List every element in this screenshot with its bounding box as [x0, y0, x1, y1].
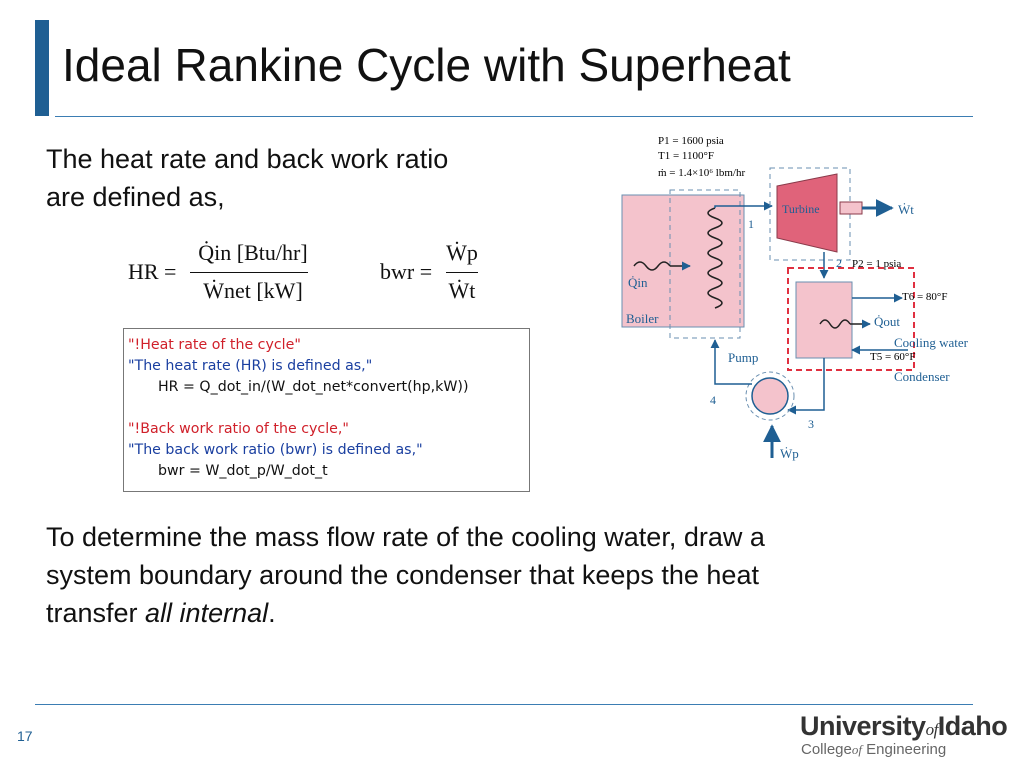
qout-label: Q̇out — [874, 314, 900, 329]
rankine-cycle-diagram: P1 = 1600 psia T1 = 1100°F ṁ = 1.4×10⁶ l… — [621, 135, 969, 461]
logo-idaho: Idaho — [937, 711, 1008, 741]
hr-numerator: Q̇in [Btu/hr] — [198, 240, 308, 265]
wt-label: Ẇt — [898, 202, 914, 217]
pump-label: Pump — [728, 350, 758, 365]
para2-line-1: To determine the mass flow rate of the c… — [46, 522, 765, 552]
para2-line-3-pre: transfer — [46, 598, 146, 628]
t1-label: T1 = 1100°F — [658, 150, 714, 162]
bwr-denominator: Ẇt — [448, 278, 476, 303]
code-line — [124, 398, 529, 419]
para2-emphasis: all internal — [145, 598, 269, 628]
logo-engineering: Engineering — [862, 741, 947, 758]
intro-line-1: The heat rate and back work ratio — [46, 144, 449, 174]
t5-label: T5 = 60°F — [870, 351, 915, 363]
code-line: "!Heat rate of the cycle" — [128, 337, 301, 353]
p1-label: P1 = 1600 psia — [658, 135, 724, 147]
state-3-label: 3 — [808, 417, 814, 431]
logo-of: of — [925, 720, 939, 739]
pipe-4 — [710, 339, 752, 385]
boiler-body — [621, 194, 745, 328]
condenser-paragraph: To determine the mass flow rate of the c… — [46, 518, 976, 632]
code-line: "!Back work ratio of the cycle," — [128, 421, 349, 437]
cooling-water-label: Cooling water — [894, 335, 969, 350]
bwr-numerator: Ẇp — [446, 240, 478, 265]
heat-rate-equation: HR = Q̇in [Btu/hr] Ẇnet [kW] — [128, 240, 328, 310]
intro-paragraph: The heat rate and back work ratio are de… — [46, 140, 586, 216]
bwr-fraction-bar — [446, 272, 478, 273]
turbine-label: Turbine — [782, 202, 820, 216]
pipe-1 — [714, 201, 773, 211]
logo-university: University — [800, 711, 926, 741]
turbine-shaft — [839, 201, 863, 215]
state-2-label: 2 — [836, 256, 842, 270]
slide-title: Ideal Rankine Cycle with Superheat — [62, 39, 791, 91]
wp-label: Ẇp — [780, 446, 799, 461]
page-number: 17 — [17, 728, 33, 744]
boiler-coil — [707, 207, 723, 309]
code-line: bwr = W_dot_p/W_dot_t — [158, 463, 328, 479]
para2-line-3-post: . — [268, 598, 276, 628]
pump-body — [751, 377, 789, 415]
code-line: "The back work ratio (bwr) is defined as… — [128, 442, 423, 458]
boiler-label: Boiler — [626, 311, 659, 326]
pipe-3 — [787, 358, 825, 415]
title-divider — [55, 116, 973, 117]
hr-fraction-bar — [190, 272, 308, 273]
qin-label: Q̇in — [628, 275, 648, 290]
para2-line-2: system boundary around the condenser tha… — [46, 560, 759, 590]
code-line: "The heat rate (HR) is defined as," — [128, 358, 373, 374]
bwr-lhs: bwr = — [380, 259, 433, 284]
intro-line-2: are defined as, — [46, 182, 225, 212]
qin-wave — [633, 261, 671, 271]
hr-lhs: HR = — [128, 259, 177, 284]
mdot-label: ṁ = 1.4×10⁶ lbm/hr — [658, 167, 745, 179]
t6-label: T6 = 80°F — [902, 291, 947, 303]
hr-denominator: Ẇnet [kW] — [203, 278, 303, 303]
college-logo: Collegeof Engineering — [801, 741, 946, 758]
logo-sub-of: of — [851, 742, 862, 757]
qout-wave — [819, 319, 851, 329]
ees-code-box: "!Heat rate of the cycle" "The heat rate … — [123, 328, 530, 492]
logo-college: College — [801, 741, 852, 758]
bwr-equation: bwr = Ẇp Ẇt — [380, 240, 500, 310]
turbine-body — [776, 173, 838, 253]
para2-line-3: transfer all internal. — [46, 594, 976, 632]
title-accent-bar — [35, 20, 49, 116]
state-4-label: 4 — [710, 393, 716, 407]
pump-boundary — [745, 371, 795, 421]
boiler-boundary — [669, 189, 741, 339]
footer-divider — [35, 704, 973, 705]
condenser-system-boundary — [787, 267, 915, 371]
condenser-label: Condenser — [894, 369, 950, 384]
state-1-label: 1 — [748, 217, 754, 231]
university-logo: UniversityofIdaho — [800, 711, 1008, 742]
code-line: HR = Q_dot_in/(W_dot_net*convert(hp,kW)) — [158, 379, 469, 395]
